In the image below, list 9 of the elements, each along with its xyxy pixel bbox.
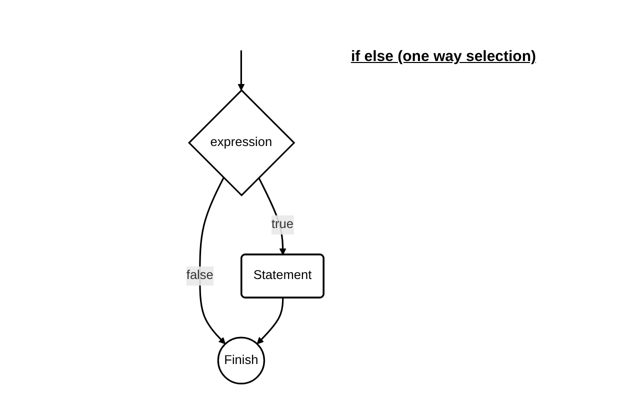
node-circle: Finish [217,336,266,384]
edge-label: true [271,218,294,232]
diagram-title: if else (one way selection) [350,48,536,65]
node-diamond: expression [188,89,296,196]
arrow [238,50,245,91]
edge-label: false [186,268,214,282]
arrow [256,298,284,344]
arrow [258,177,286,256]
arrow [199,177,226,344]
